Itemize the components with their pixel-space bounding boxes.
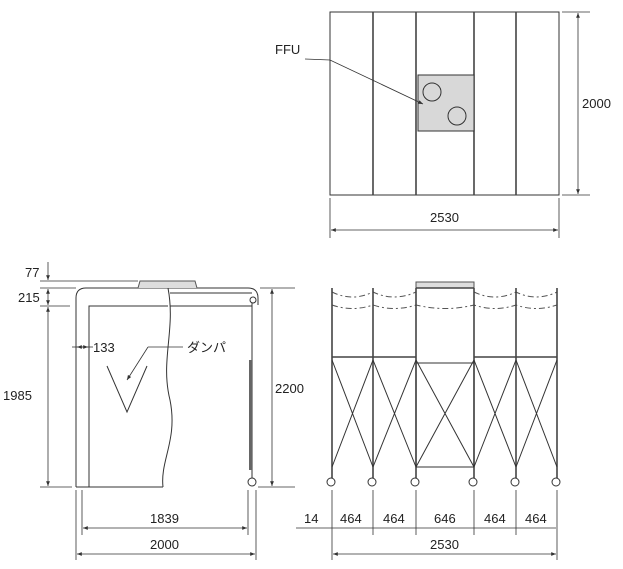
- top-outline: [329, 11, 560, 196]
- top-view: FFU 2000 2530: [275, 11, 611, 238]
- front-view: 14 464 464 646 464 464 2530: [296, 281, 561, 560]
- ffu-unit: [417, 74, 475, 132]
- casters: [326, 477, 561, 487]
- damper-v: [106, 365, 148, 414]
- dim-133: 133: [93, 340, 115, 355]
- ffu-leader: [304, 58, 424, 105]
- dim-bay: 464: [484, 511, 506, 526]
- ffu-label: FFU: [275, 42, 300, 57]
- ffu-fan: [422, 82, 442, 102]
- dim-2530-top: 2530: [430, 210, 459, 225]
- center-door: [415, 362, 475, 468]
- dim-2530-front: 2530: [430, 537, 459, 552]
- dim-77: 77: [25, 265, 39, 280]
- dim-2000-side: 2000: [150, 537, 179, 552]
- cross-braces: [331, 359, 558, 468]
- dim-bay: 464: [340, 511, 362, 526]
- side-view: ダンパ 133 77 215 1985 2200 1839 2000: [3, 262, 304, 560]
- dim-14: 14: [304, 511, 318, 526]
- break-line: [162, 287, 173, 488]
- ffu-side: [137, 280, 198, 289]
- dim-1985: 1985: [3, 388, 32, 403]
- dim-2000-height: 2000: [582, 96, 611, 111]
- side-outline: [75, 287, 259, 487]
- dim-1839: 1839: [150, 511, 179, 526]
- dim-bay: 464: [383, 511, 405, 526]
- ffu-front: [415, 281, 475, 289]
- dim-2200: 2200: [275, 381, 304, 396]
- side-door: [249, 360, 252, 470]
- dim-bay: 464: [525, 511, 547, 526]
- dim-bay: 646: [434, 511, 456, 526]
- damper-label: ダンパ: [187, 340, 226, 355]
- caster: [247, 477, 257, 487]
- dim-215: 215: [18, 290, 40, 305]
- front-posts: [331, 288, 558, 478]
- ffu-fan: [447, 106, 467, 126]
